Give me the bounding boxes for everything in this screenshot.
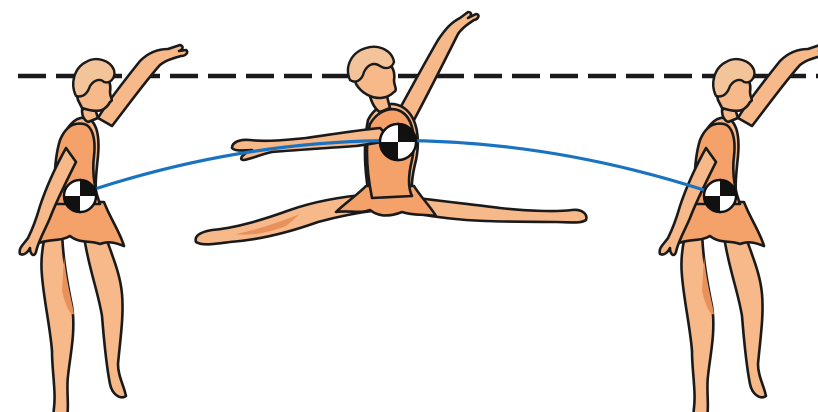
center-of-mass-marker-right [704,180,736,212]
center-of-mass-marker-center-top [380,124,416,160]
center-of-mass-marker-left [64,180,96,212]
standing-dancer-right [660,45,818,412]
standing-dancer-left [20,45,188,412]
